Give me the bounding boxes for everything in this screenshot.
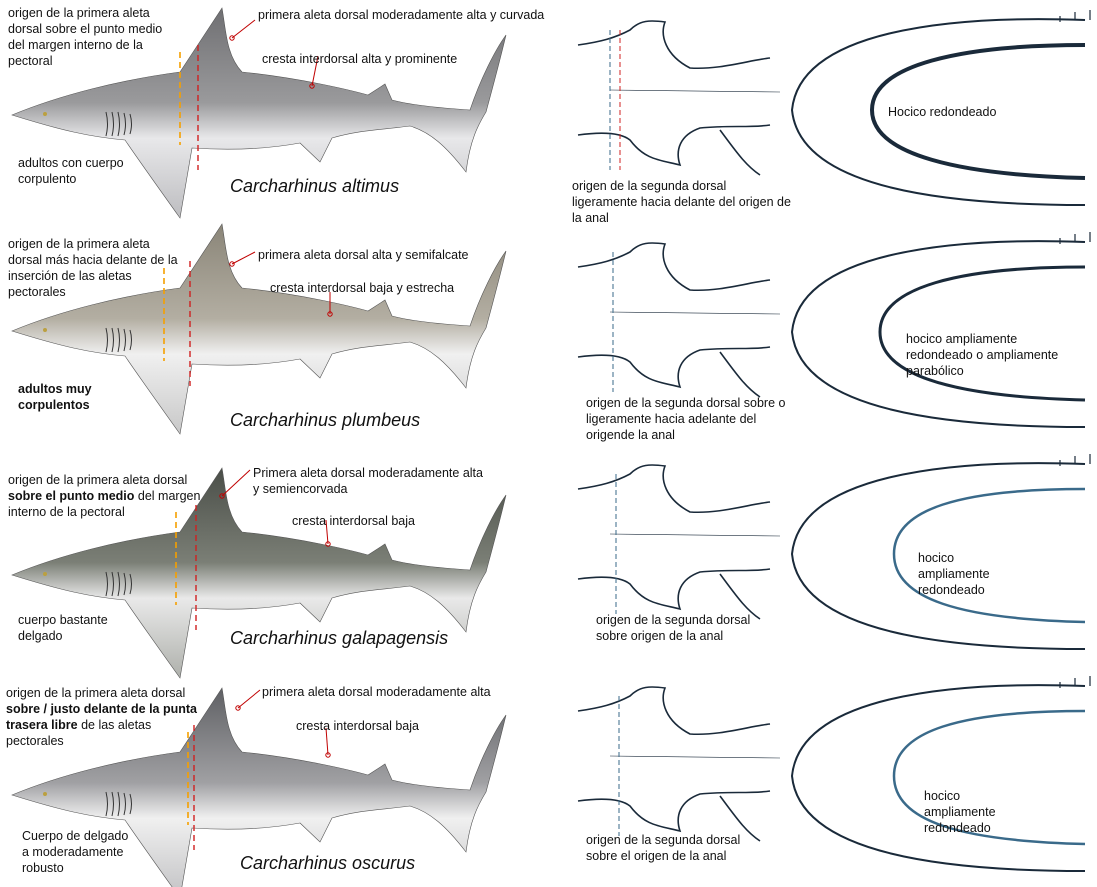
snout-sketch (790, 10, 1091, 206)
dorsal-outline (577, 20, 771, 70)
snout-sketch (790, 676, 1091, 872)
tooth-marks (1059, 676, 1091, 688)
fin-origin-sketch (577, 242, 781, 398)
body-note: Cuerpo de delgado a moderadamente robust… (22, 829, 129, 875)
snout-note: Hocico redondeado (888, 105, 997, 119)
snout-sketch (790, 454, 1091, 650)
anal-outline (577, 568, 771, 611)
pointer-dot (325, 752, 331, 758)
note-text: origen de la primera aleta dorsal (8, 473, 188, 487)
pelvic-edge (719, 129, 761, 176)
nostril-curve (878, 265, 1086, 402)
interdorsal-ridge-note: cresta interdorsal baja (296, 719, 419, 733)
first-dorsal-origin-note: origen de la primera aleta dorsal sobre … (8, 472, 208, 520)
species-name: Carcharhinus plumbeus (230, 410, 421, 430)
nostril-curve (869, 43, 1086, 180)
pointer-dot (325, 541, 331, 547)
tooth-marks (1059, 232, 1091, 244)
species-name: Carcharhinus oscurus (240, 853, 416, 873)
pointer-line (221, 469, 251, 497)
body-note: adultos con cuerpo corpulento (18, 156, 124, 186)
pointer-line (311, 55, 319, 87)
body-note: cuerpo bastante delgado (18, 613, 108, 643)
first-dorsal-note: primera aleta dorsal moderadamente alta (262, 685, 491, 699)
second-dorsal-note: origen de la segunda dorsal ligeramente … (572, 179, 791, 225)
second-dorsal-note: origen de la segunda dorsal sobre origen… (596, 613, 751, 643)
pointer-line (325, 727, 329, 756)
note-emphasis: sobre / justo delante de la punta traser… (6, 702, 198, 732)
first-dorsal-note: Primera aleta dorsal moderadamente alta … (253, 466, 483, 496)
anal-outline (577, 790, 771, 833)
midline (609, 755, 781, 759)
snout-sketch (790, 232, 1091, 428)
dorsal-outline (577, 686, 771, 736)
note-text: origen de la primera aleta dorsal (6, 686, 186, 700)
snout-outline (790, 18, 1086, 206)
pointer-dot (327, 311, 333, 317)
note-text: del margen interno de la pectoral (8, 489, 201, 519)
shark-illustration (11, 223, 507, 435)
first-dorsal-note: primera aleta dorsal moderadamente alta … (258, 8, 545, 22)
dorsal-outline (577, 464, 771, 514)
pointer-line (231, 251, 256, 265)
first-dorsal-origin-note: origen de la primera aleta dorsal sobre … (8, 6, 163, 68)
fin-origin-sketch (577, 464, 781, 620)
shark-illustration (11, 467, 507, 679)
snout-outline (790, 684, 1086, 872)
interdorsal-ridge-note: cresta interdorsal alta y prominente (262, 52, 458, 66)
interdorsal-ridge-note: cresta interdorsal baja y estrecha (270, 281, 455, 295)
first-dorsal-origin-note: origen de la primera aleta dorsal más ha… (8, 237, 178, 299)
midline (609, 533, 781, 537)
species-name: Carcharhinus galapagensis (230, 628, 449, 648)
pelvic-edge (719, 795, 761, 842)
fin-origin-sketch (577, 686, 781, 842)
pointer-line (325, 519, 329, 545)
second-dorsal-note: origen de la segunda dorsal sobre el ori… (586, 833, 741, 863)
fin-origin-sketch (577, 20, 781, 176)
pointer-dot (229, 261, 235, 267)
snout-outline (790, 462, 1086, 650)
note-text: de las aletas pectorales (6, 718, 152, 748)
first-dorsal-note: primera aleta dorsal alta y semifalcate (258, 248, 469, 262)
dorsal-outline (577, 242, 771, 292)
body-note: adultos muy corpulentos (18, 382, 92, 412)
pointer-line (237, 689, 261, 709)
anal-outline (577, 124, 771, 167)
pointer-dot (229, 35, 235, 41)
midline (609, 311, 781, 315)
note-emphasis: sobre el punto medio (8, 489, 135, 503)
species-name: Carcharhinus altimus (230, 176, 400, 196)
anal-outline (577, 346, 771, 389)
snout-note: hocico ampliamente redondeado o ampliame… (906, 332, 1059, 378)
pelvic-edge (719, 351, 761, 398)
tooth-marks (1059, 10, 1091, 22)
second-dorsal-note: origen de la segunda dorsal sobre o lige… (586, 396, 786, 442)
pointer-dot (235, 705, 241, 711)
shark-illustration (11, 687, 507, 887)
first-dorsal-origin-note: origen de la primera aleta dorsal sobre … (6, 685, 198, 749)
nostril-curve (892, 487, 1086, 624)
pelvic-edge (719, 573, 761, 620)
tooth-marks (1059, 454, 1091, 466)
interdorsal-ridge-note: cresta interdorsal baja (292, 514, 415, 528)
snout-outline (790, 240, 1086, 428)
pointer-line (231, 19, 256, 39)
snout-note: hocico ampliamente redondeado (918, 551, 990, 597)
snout-note: hocico ampliamente redondeado (924, 789, 996, 835)
shark-illustration (11, 7, 507, 219)
midline (609, 89, 781, 93)
pointer-dot (219, 493, 225, 499)
pointer-dot (309, 83, 315, 89)
nostril-curve (892, 709, 1086, 846)
